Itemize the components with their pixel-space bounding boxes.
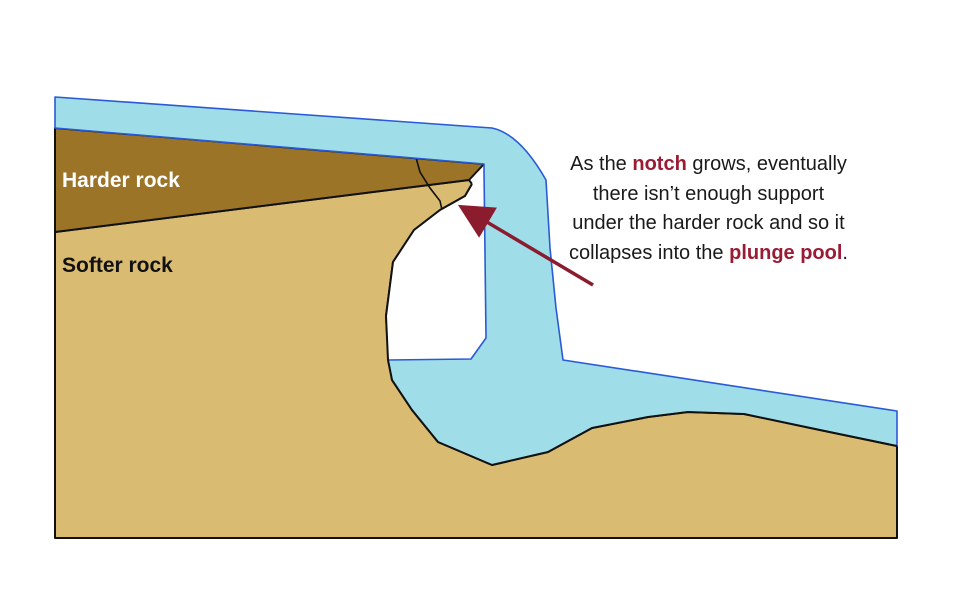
notch-highlight: notch	[632, 153, 686, 175]
caption-text-1: As the	[570, 153, 632, 175]
explanation-caption: As the notch grows, eventually there isn…	[566, 150, 851, 268]
plunge-pool-highlight: plunge pool	[729, 242, 842, 264]
softer-rock-label: Softer rock	[62, 254, 173, 277]
caption-text-3: .	[842, 242, 848, 264]
harder-rock-label: Harder rock	[62, 169, 180, 192]
